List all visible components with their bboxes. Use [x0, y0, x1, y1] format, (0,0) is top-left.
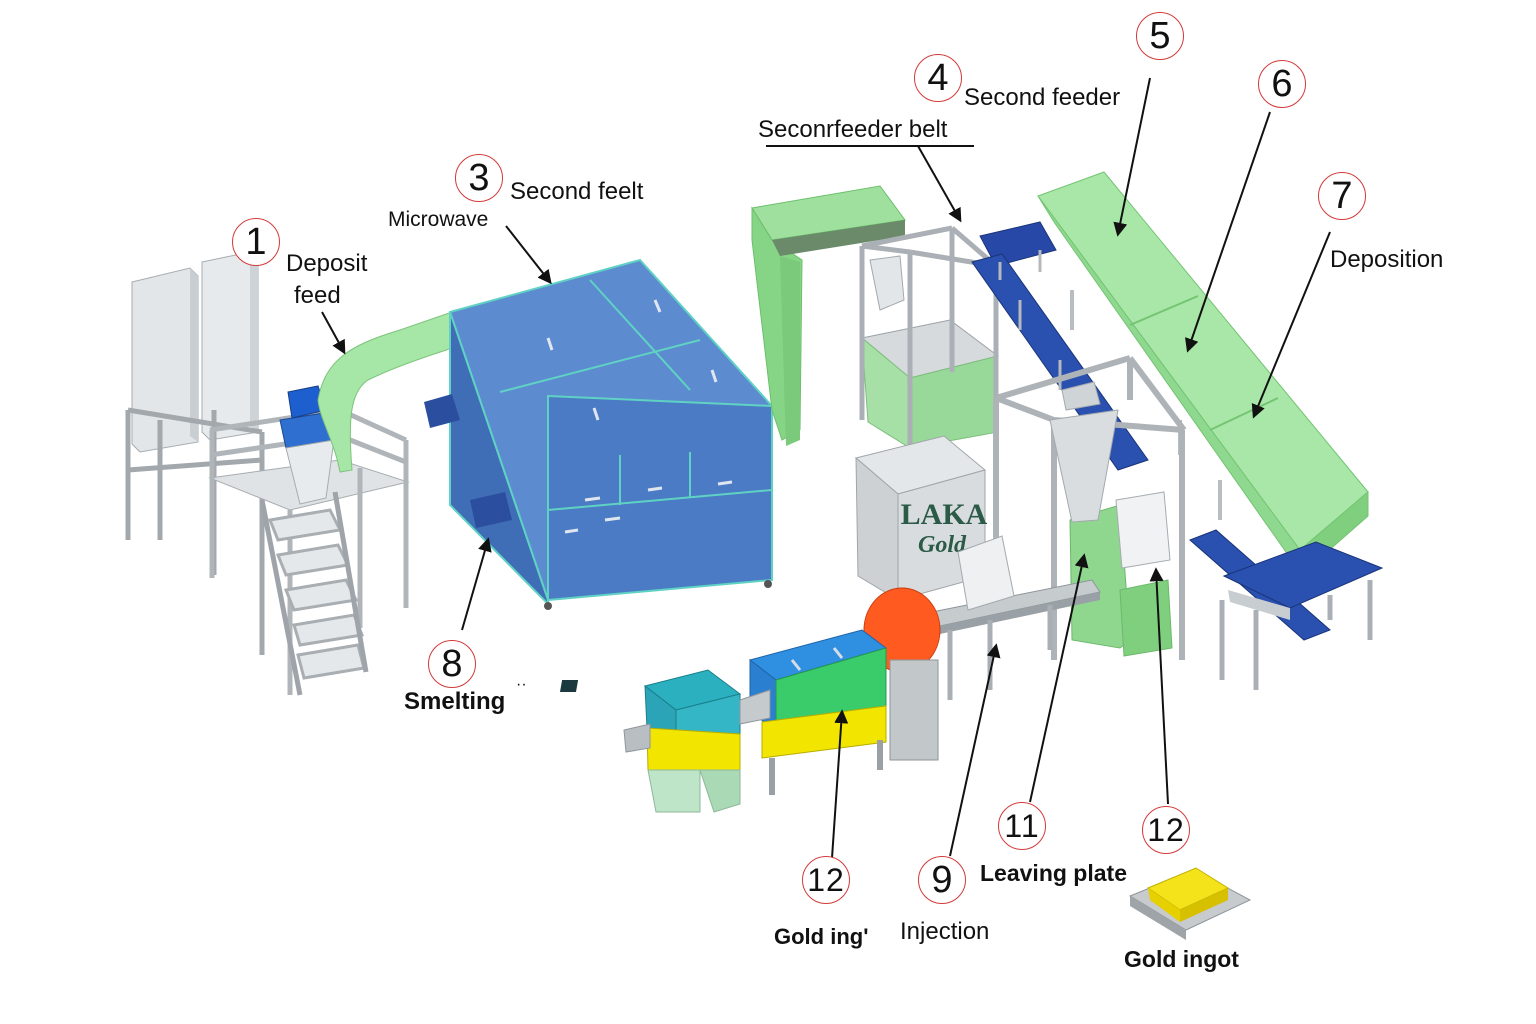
- electrical-cabinets: [131, 251, 259, 453]
- marker-8: 8: [428, 640, 476, 688]
- label-smelting-mark: ··: [516, 676, 527, 693]
- casting-line: [931, 535, 1101, 700]
- label-smelting: Smelting: [404, 688, 506, 715]
- marker-4: 4: [914, 54, 962, 102]
- label-feed: feed: [294, 282, 341, 309]
- microwave-unit: [424, 258, 774, 610]
- marker-6: 6: [1258, 60, 1306, 108]
- marker-11: 11: [998, 802, 1046, 850]
- label-leaving-plate: Leaving plate: [980, 860, 1127, 886]
- green-elevator: [751, 185, 906, 446]
- marker-12-right: 12: [1142, 806, 1190, 854]
- label-second-feelt: Second feelt: [510, 178, 644, 205]
- deposition-tunnel: [1037, 171, 1369, 576]
- marker-5: 5: [1136, 12, 1184, 60]
- exit-belt: [1189, 529, 1384, 690]
- gold-ingot-graphic: [1128, 867, 1252, 940]
- label-gold-ingot-right: Gold ingot: [1124, 946, 1239, 972]
- marker-9: 9: [918, 856, 966, 904]
- label-gold-ingot-left: Gold ing': [774, 924, 869, 949]
- machine-sign-line1: LAKA: [901, 498, 988, 531]
- label-deposition: Deposition: [1330, 246, 1444, 273]
- marker-3: 3: [455, 154, 503, 202]
- deposit-feed-chute: [317, 311, 463, 473]
- feed-hopper: [279, 385, 335, 505]
- marker-1: 1: [232, 218, 280, 266]
- marker-12-left: 12: [802, 856, 850, 904]
- label-injection: Injection: [900, 918, 990, 945]
- label-second-feeder: Second feeder: [964, 84, 1121, 111]
- marker-7: 7: [1318, 172, 1366, 220]
- label-second-feeder-belt: Seconrfeeder belt: [758, 116, 948, 143]
- label-microwave: Microwave: [388, 208, 489, 231]
- cooling-box: [559, 669, 771, 813]
- casting-mold-box: [748, 629, 888, 795]
- callout-lines: [321, 77, 1331, 859]
- label-deposit: Deposit: [286, 250, 368, 277]
